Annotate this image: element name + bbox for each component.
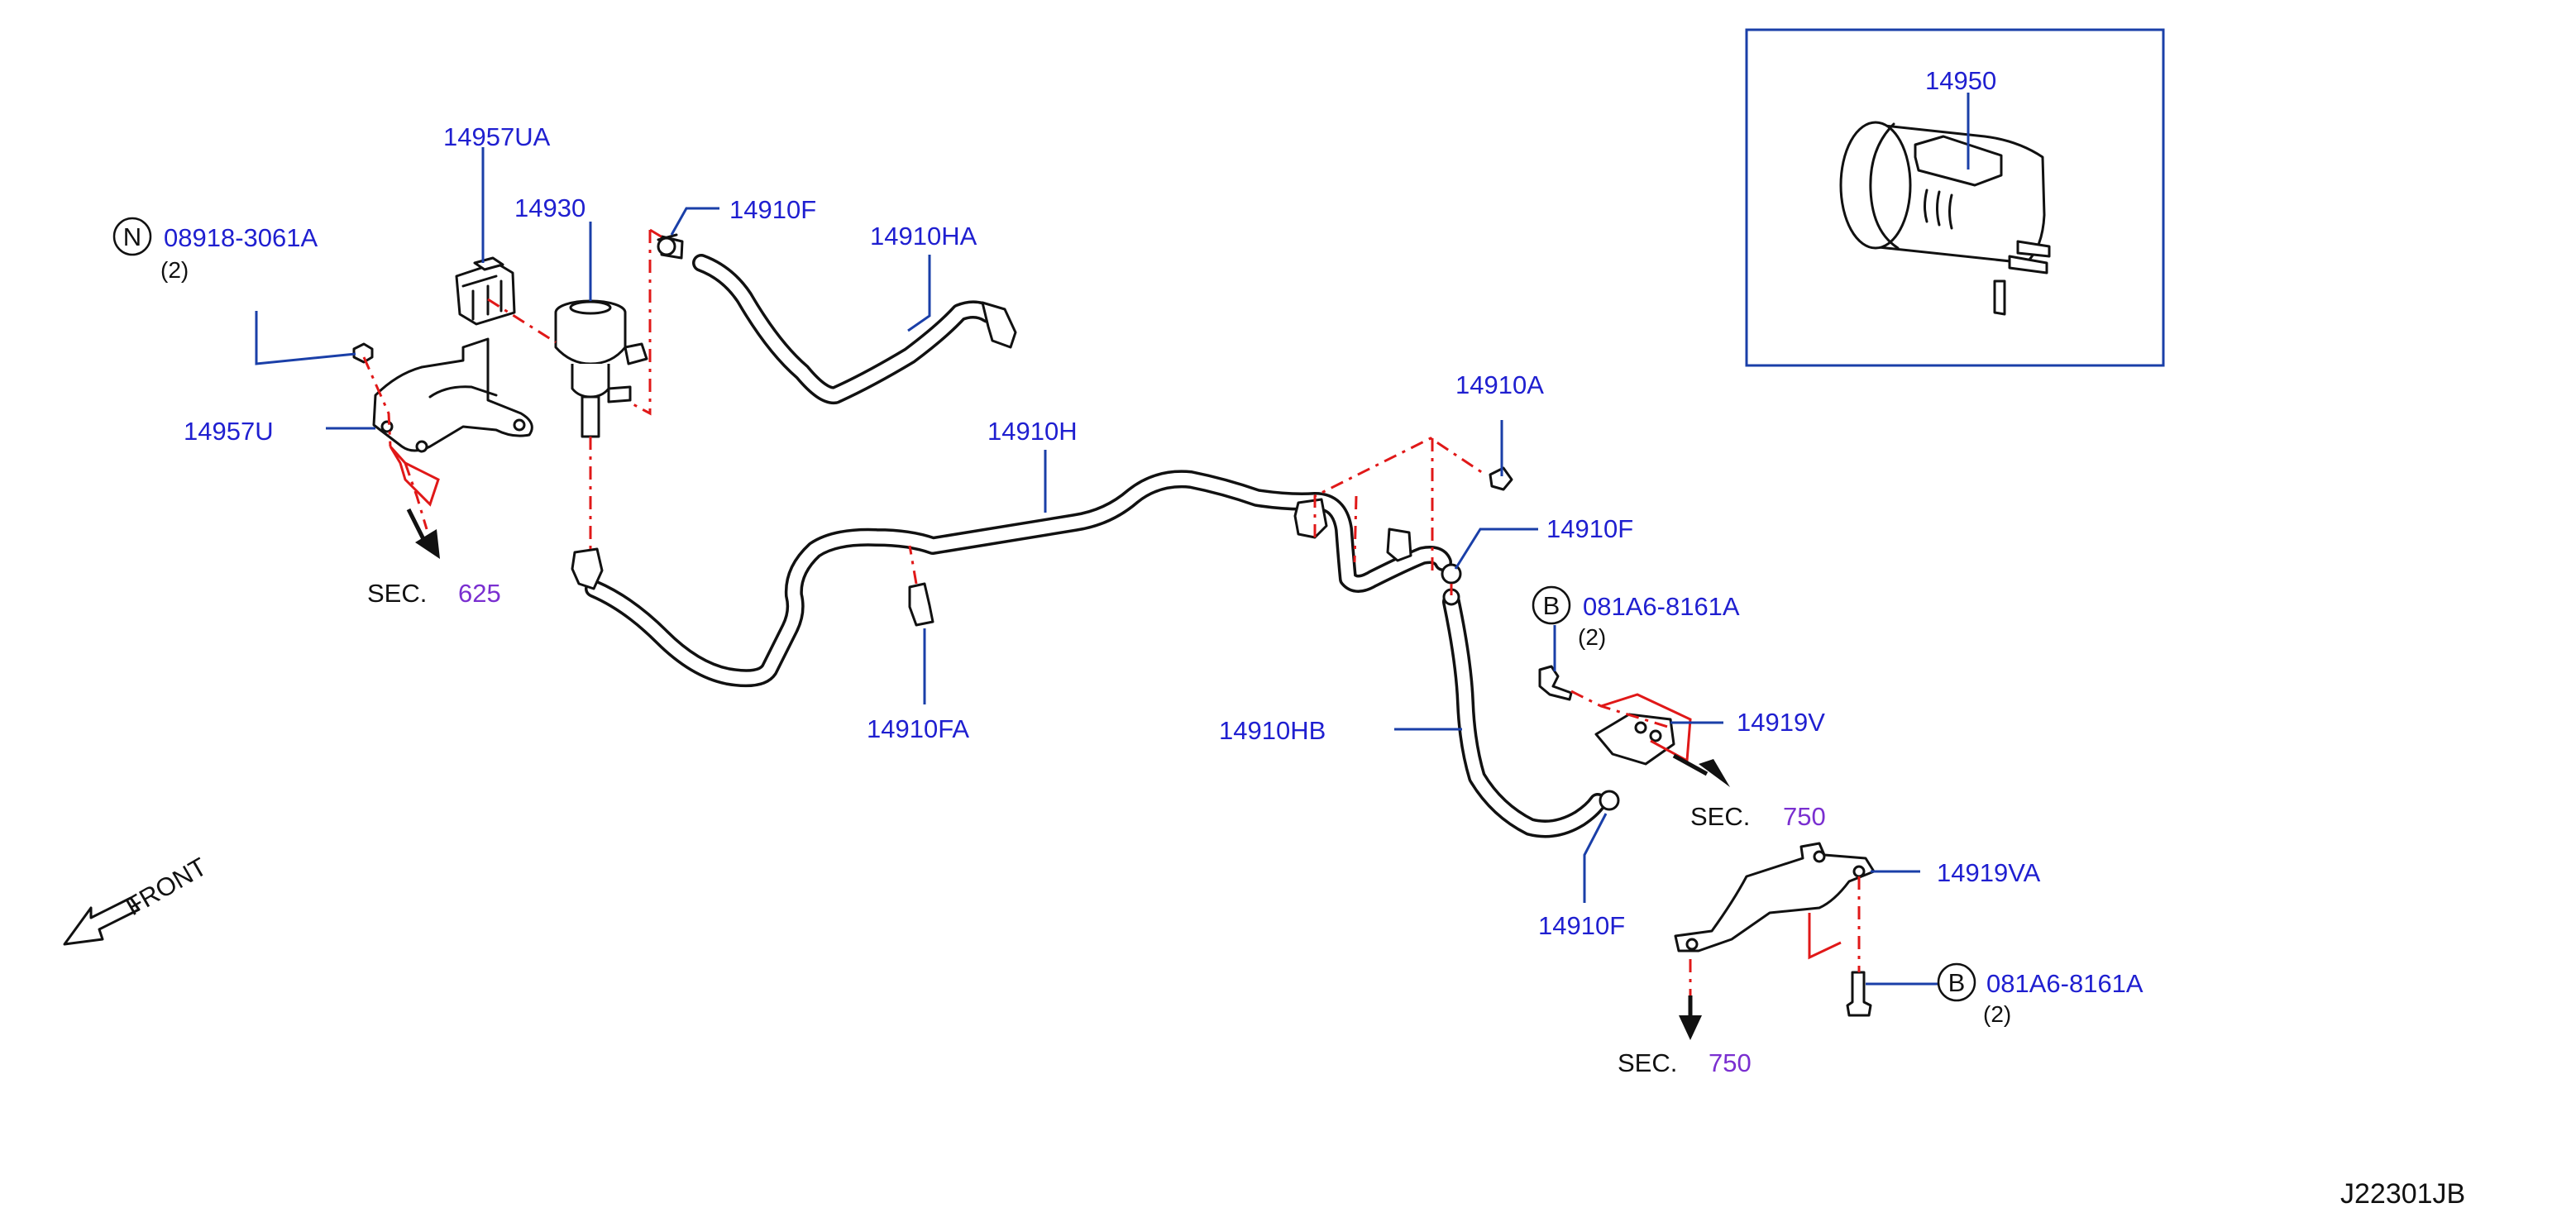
label-14910F-mid: 14910F [1546,514,1633,543]
arrow-down-sec750b-icon [1679,995,1702,1040]
label-14919VA: 14919VA [1937,858,2041,887]
inset-frame [1745,28,2165,367]
section-ref-750-a[interactable]: SEC. 750 [1690,802,1826,831]
label-14910A: 14910A [1455,370,1544,399]
centerlines [362,228,1861,1000]
label-14910FA: 14910FA [867,714,969,743]
qty-081A6-8161A-upper: (2) [1578,624,1606,650]
bolt-icon-lower [1846,971,1872,1017]
label-14910H: 14910H [987,417,1078,446]
fastener-b-upper: B 081A6-8161A (2) [1532,585,1740,650]
sec-number-750-b[interactable]: 750 [1709,1048,1752,1077]
nut-icon [352,342,374,364]
label-08918-3061A: 08918-3061A [164,223,318,252]
sec-prefix-625: SEC. [367,579,427,608]
bracket-14919V-icon [1594,713,1675,766]
sec-prefix-750-a: SEC. [1690,802,1750,831]
front-label: FRONT [121,852,212,921]
inset-canister: 14950 [1745,28,2165,367]
badge-n-letter: N [123,222,141,251]
clamp-icon-top [657,233,678,256]
arrow-down-sec625-icon [406,508,440,559]
clamp-icon-mid [1441,563,1462,606]
label-14910HA: 14910HA [870,222,977,251]
sensor-icon [455,256,516,326]
hose-14910HA [660,235,1017,405]
bracket-14957U-icon [372,337,533,453]
bracket-14919VA-icon [1674,842,1876,952]
label-14910F-top: 14910F [729,195,816,224]
label-14957UA: 14957UA [443,122,551,151]
part-labels: 14957UA 14930 14910F 14910HA 14957U 1491… [184,122,2041,940]
label-14957U: 14957U [184,417,274,446]
purge-valve-icon [554,299,648,438]
badge-n [112,217,152,256]
label-14910F-low: 14910F [1538,911,1625,940]
label-14919V: 14919V [1737,708,1825,737]
sec-number-750-a[interactable]: 750 [1783,802,1826,831]
label-081A6-8161A-lower: 081A6-8161A [1986,969,2143,998]
sec-number-625[interactable]: 625 [458,579,501,608]
sec-prefix-750-b: SEC. [1618,1048,1677,1077]
arrow-down-sec750a-icon [1672,753,1730,787]
fastener-n: N 08918-3061A (2) [112,217,318,283]
label-081A6-8161A-upper: 081A6-8161A [1583,592,1740,621]
label-14930: 14930 [514,193,585,222]
section-ref-625[interactable]: SEC. 625 [367,579,501,608]
hose-14910H [571,470,1452,688]
badge-b-upper-letter: B [1543,591,1560,620]
badge-b-upper [1532,585,1571,625]
diagram-code: J22301JB [2340,1178,2465,1210]
qty-08918-3061A: (2) [160,257,189,283]
section-ref-750-b[interactable]: SEC. 750 [1618,1048,1752,1077]
qty-081A6-8161A-lower: (2) [1983,1001,2011,1027]
fastener-b-lower: B 081A6-8161A (2) [1937,962,2143,1027]
clamp-icon-low [1599,790,1620,811]
hose-14910HB [1442,593,1607,838]
label-14950: 14950 [1925,66,1996,95]
badge-b-lower-letter: B [1948,968,1966,997]
front-arrow-icon [63,896,141,946]
leaders [255,207,1938,986]
badge-b-lower [1937,962,1976,1002]
canister-icon [1839,121,2051,316]
label-14910HB: 14910HB [1219,716,1326,745]
